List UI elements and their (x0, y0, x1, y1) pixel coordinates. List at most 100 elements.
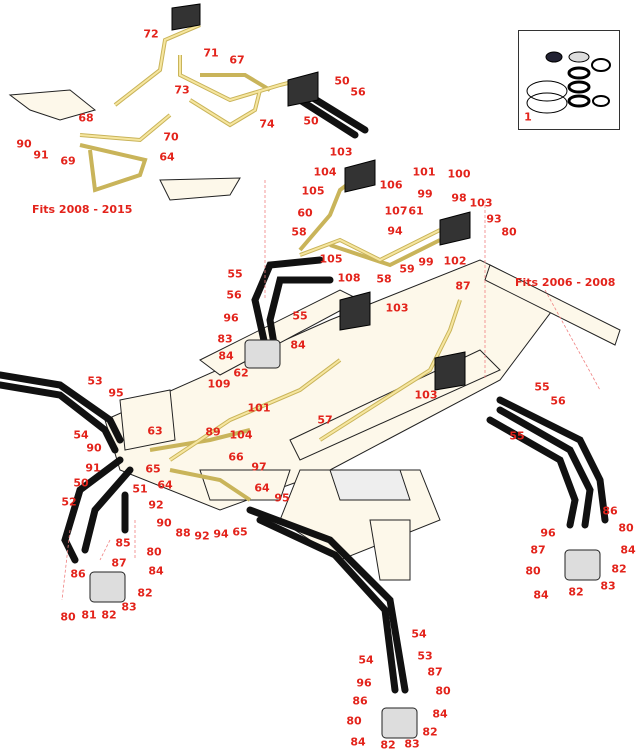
part-callout-80: 80 (435, 684, 451, 698)
part-callout-103: 103 (329, 145, 353, 159)
part-callout-99: 99 (418, 255, 434, 269)
part-callout-105: 105 (319, 252, 343, 266)
hydraulic-tubes-fill (79, 24, 461, 461)
part-callout-97: 97 (251, 460, 267, 474)
part-callout-50: 50 (334, 74, 350, 88)
part-callout-83: 83 (217, 332, 233, 346)
part-callout-72: 72 (143, 27, 159, 41)
part-callout-81: 81 (81, 608, 97, 622)
part-callout-50: 50 (73, 476, 89, 490)
part-callout-85: 85 (115, 536, 131, 550)
part-callout-91: 91 (33, 148, 49, 162)
part-callout-82: 82 (137, 586, 153, 600)
part-callout-55: 55 (227, 267, 243, 281)
part-callout-64: 64 (159, 150, 175, 164)
part-callout-100: 100 (447, 167, 471, 181)
part-callout-65: 65 (232, 525, 248, 539)
part-callout-89: 89 (205, 425, 221, 439)
part-callout-70: 70 (163, 130, 179, 144)
part-callout-95: 95 (108, 386, 124, 400)
part-callout-92: 92 (194, 529, 210, 543)
part-callout-94: 94 (213, 527, 229, 541)
part-callout-66: 66 (228, 450, 244, 464)
part-callout-96: 96 (540, 526, 556, 540)
part-callout-104: 104 (313, 165, 337, 179)
part-callout-74: 74 (259, 117, 275, 131)
part-callout-84: 84 (148, 564, 164, 578)
part-callout-91: 91 (85, 461, 101, 475)
part-callout-87: 87 (530, 543, 546, 557)
part-callout-87: 87 (455, 279, 471, 293)
part-callout-108: 108 (337, 271, 361, 285)
part-callout-101: 101 (412, 165, 436, 179)
part-callout-82: 82 (568, 585, 584, 599)
seal-kit-inset: 1 (518, 30, 620, 130)
part-callout-83: 83 (404, 737, 420, 751)
part-callout-64: 64 (157, 478, 173, 492)
hydraulic-hoses (0, 86, 609, 694)
part-callout-61: 61 (408, 204, 424, 218)
part-callout-106: 106 (379, 178, 403, 192)
part-callout-54: 54 (73, 428, 89, 442)
part-callout-84: 84 (432, 707, 448, 721)
part-callout-80: 80 (60, 610, 76, 624)
part-callout-80: 80 (501, 225, 517, 239)
part-callout-58: 58 (376, 272, 392, 286)
part-callout-103: 103 (469, 196, 493, 210)
part-callout-51: 51 (132, 482, 148, 496)
hydraulic-pumps (89, 339, 601, 739)
fits-2008-2015-note: Fits 2008 - 2015 (32, 203, 133, 216)
part-callout-60: 60 (297, 206, 313, 220)
part-callout-67: 67 (229, 53, 245, 67)
part-callout-94: 94 (387, 224, 403, 238)
part-callout-95: 95 (274, 491, 290, 505)
part-callout-109: 109 (207, 377, 231, 391)
part-callout-55: 55 (534, 380, 550, 394)
part-callout-80: 80 (525, 564, 541, 578)
part-callout-84: 84 (533, 588, 549, 602)
part-callout-58: 58 (291, 225, 307, 239)
fits-2006-2008-note: Fits 2006 - 2008 (515, 276, 616, 289)
part-callout-84: 84 (218, 349, 234, 363)
part-callout-82: 82 (422, 725, 438, 739)
part-callout-86: 86 (352, 694, 368, 708)
part-callout-55: 55 (292, 309, 308, 323)
part-callout-104: 104 (229, 428, 253, 442)
part-callout-80: 80 (618, 521, 634, 535)
part-callout-71: 71 (203, 46, 219, 60)
part-callout-54: 54 (411, 627, 427, 641)
part-callout-92: 92 (148, 498, 164, 512)
part-callout-68: 68 (78, 111, 94, 125)
part-callout-64: 64 (254, 481, 270, 495)
part-callout-56: 56 (226, 288, 242, 302)
part-callout-84: 84 (620, 543, 636, 557)
part-callout-54: 54 (358, 653, 374, 667)
part-callout-63: 63 (147, 424, 163, 438)
part-callout-83: 83 (600, 579, 616, 593)
part-callout-87: 87 (427, 665, 443, 679)
part-callout-93: 93 (486, 212, 502, 226)
part-callout-52: 52 (61, 495, 77, 509)
part-callout-82: 82 (611, 562, 627, 576)
part-callout-65: 65 (145, 462, 161, 476)
part-callout-59: 59 (399, 262, 415, 276)
part-callout-53: 53 (417, 649, 433, 663)
part-callout-80: 80 (346, 714, 362, 728)
part-callout-82: 82 (380, 738, 396, 752)
part-callout-80: 80 (146, 545, 162, 559)
part-callout-107: 107 (384, 204, 408, 218)
part-callout-73: 73 (174, 83, 190, 97)
part-callout-56: 56 (550, 394, 566, 408)
part-callout-99: 99 (417, 187, 433, 201)
seal-kit-icon (526, 51, 611, 114)
part-callout-53: 53 (87, 374, 103, 388)
part-callout-102: 102 (443, 254, 467, 268)
part-callout-90: 90 (16, 137, 32, 151)
part-callout-96: 96 (223, 311, 239, 325)
part-callout-88: 88 (175, 526, 191, 540)
part-callout-96: 96 (356, 676, 372, 690)
part-callout-105: 105 (301, 184, 325, 198)
part-callout-56: 56 (350, 85, 366, 99)
